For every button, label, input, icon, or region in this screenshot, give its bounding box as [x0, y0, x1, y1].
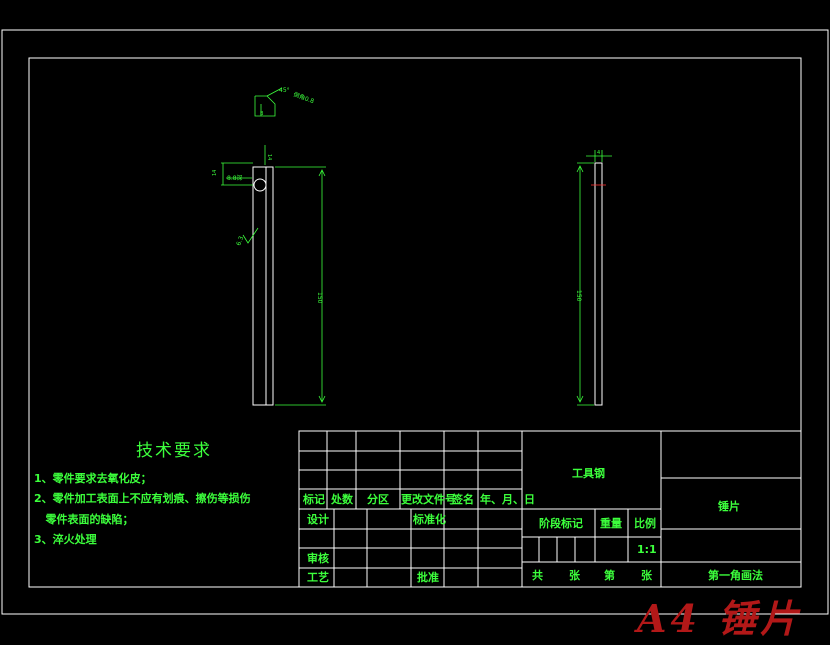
- sheet-total: 共: [532, 568, 543, 582]
- watermark-text: A4 锤片: [637, 596, 803, 641]
- row-design: 设计: [307, 512, 329, 526]
- side-thickness: 4: [597, 150, 600, 156]
- header-count: 处数: [330, 492, 354, 506]
- surface-finish: 6.3: [235, 235, 245, 247]
- notes-title: 技术要求: [136, 441, 212, 461]
- sheet-no: 第: [604, 568, 615, 582]
- step-width: 14: [266, 154, 272, 160]
- row-review: 审核: [307, 551, 329, 565]
- chamfer-side: B: [260, 111, 264, 117]
- step-height: 14: [212, 170, 218, 176]
- header-change-doc: 更改文件号: [401, 492, 456, 506]
- front-view: [252, 166, 274, 406]
- sheet-zhang-2: 张: [641, 568, 653, 582]
- row-process: 工艺: [307, 570, 329, 584]
- title-block-grid: [298, 430, 802, 588]
- inner-border: [28, 57, 802, 588]
- part-name: 锤片: [718, 499, 740, 513]
- note-item-1: 1、零件要求去氧化皮；: [34, 472, 152, 485]
- stage-label: 阶段标记: [539, 516, 583, 530]
- material: 工具钢: [572, 466, 605, 480]
- side-dims: [576, 150, 612, 406]
- step-callout: 8.8深: [227, 174, 243, 182]
- scale-value: 1:1: [637, 543, 657, 556]
- note-item-2: 2、零件加工表面上不应有划痕、擦伤等损伤: [34, 492, 251, 505]
- chamfer-angle: 45°: [279, 87, 290, 94]
- sheet-zhang-1: 张: [569, 568, 581, 582]
- hole-circle: [253, 178, 267, 192]
- part-outline: [252, 166, 274, 406]
- side-view: [594, 162, 603, 406]
- note-item-3: 3、淬火处理: [34, 533, 97, 546]
- header-zone: 分区: [367, 492, 389, 506]
- overall-length: 150: [316, 292, 323, 304]
- header-sign: 签名: [451, 492, 474, 506]
- scale-label: 比例: [634, 516, 656, 530]
- row-standard: 标准化: [412, 512, 446, 526]
- front-dims: [221, 87, 326, 406]
- projection: 第一角画法: [708, 568, 763, 582]
- note-item-2-cont: 零件表面的缺陷；: [34, 513, 134, 526]
- row-approve: 批准: [417, 570, 439, 584]
- side-outline: [594, 162, 603, 406]
- weight-label: 重量: [600, 516, 622, 530]
- header-date: 年、月、日: [480, 492, 535, 506]
- chamfer-note: 倒角0.8: [292, 90, 315, 105]
- header-mark: 标记: [302, 492, 325, 506]
- side-length: 150: [575, 290, 582, 302]
- outer-border: [1, 29, 829, 615]
